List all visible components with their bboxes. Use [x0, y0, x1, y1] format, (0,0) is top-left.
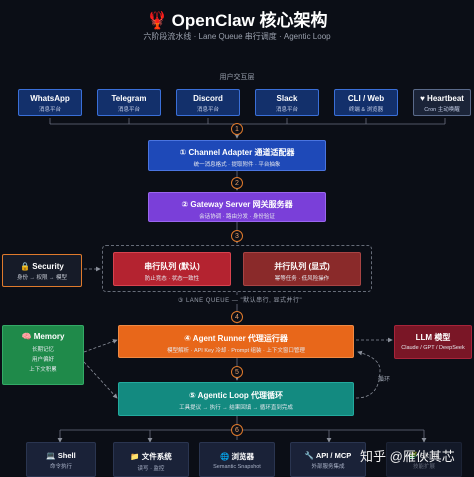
serial-queue-desc: 防止竞态 · 状态一致性 — [144, 276, 200, 282]
channel-desc: 消息平台 — [196, 107, 219, 113]
channel-name: ♥ Heartbeat — [420, 94, 464, 103]
lane-queue-container — [102, 245, 372, 292]
memory-line-3: 上下文积累 — [29, 367, 57, 373]
lobster-icon: 🦞 — [146, 11, 168, 30]
tool-desc: 技能扩展 — [412, 464, 435, 470]
memory-line-2: 用户偏好 — [31, 357, 54, 363]
channel-slack: Slack 消息平台 — [255, 89, 319, 116]
llm-box: LLM 模型 Claude / GPT / DeepSeek — [394, 325, 472, 359]
gateway-server-box: ② Gateway Server 网关服务器 会话协调 · 路由分发 · 身份验… — [148, 192, 326, 222]
step-2-badge: 2 — [231, 177, 243, 189]
llm-name: LLM 模型 — [415, 333, 451, 342]
channel-name: CLI / Web — [347, 94, 385, 103]
tool-name: 🔧 API / MCP — [304, 451, 352, 460]
tool-browser: 🌐 浏览器 Semantic Snapshot — [199, 442, 275, 477]
step-4-badge: 4 — [231, 311, 243, 323]
gateway-desc: 会话协调 · 路由分发 · 身份验证 — [199, 214, 275, 220]
parallel-queue-desc: 幂等任务 · 低风险操作 — [274, 276, 330, 282]
parallel-queue-name: 并行队列 (显式) — [274, 262, 330, 271]
tool-name: 🧩 Skills — [408, 451, 440, 460]
channel-name: Telegram — [111, 94, 147, 103]
channel-heartbeat: ♥ Heartbeat Cron 主动唤醒 — [413, 89, 471, 116]
tool-shell: 💻 Shell 命令执行 — [26, 442, 96, 477]
tool-desc: 命令执行 — [49, 464, 72, 470]
channel-cli-web: CLI / Web 终端 & 浏览器 — [334, 89, 398, 116]
memory-name: 🧠 Memory — [21, 332, 65, 341]
step-3-badge: 3 — [231, 230, 243, 242]
section-label-user-interaction: 用户交互层 — [219, 74, 255, 81]
channel-name: Discord — [193, 94, 223, 103]
channel-name: Slack — [276, 94, 298, 103]
security-desc: 身份 → 权限 → 模型 — [16, 275, 68, 281]
tool-desc: 读写 · 监控 — [137, 466, 165, 472]
watermark: 知乎 @雁伙其芯 — [360, 449, 455, 464]
page-title: 🦞OpenClaw 核心架构 — [0, 6, 474, 31]
tool-name: 💻 Shell — [46, 451, 76, 460]
security-name: 🔒 Security — [20, 262, 64, 271]
channel-desc: 消息平台 — [38, 107, 61, 113]
serial-queue-name: 串行队列 (默认) — [144, 262, 200, 271]
title-text: OpenClaw 核心架构 — [171, 11, 328, 30]
step-1-badge: 1 — [231, 123, 243, 135]
tool-desc: Semantic Snapshot — [213, 464, 261, 470]
page-subtitle: 六阶段流水线 · Lane Queue 串行调度 · Agentic Loop — [143, 32, 331, 41]
runner-name: ④ Agent Runner 代理运行器 — [184, 334, 288, 343]
loop-desc: 工具提议 → 执行 → 结果回填 → 循环直到完成 — [179, 405, 293, 411]
gateway-name: ② Gateway Server 网关服务器 — [181, 200, 293, 209]
channel-adapter-box: ① Channel Adapter 通道适配器 统一消息格式 · 提取附件 · … — [148, 140, 326, 171]
step-5-badge: 5 — [231, 366, 243, 378]
tool-filesystem: 📁 文件系统 读写 · 监控 — [113, 442, 189, 477]
channel-desc: 消息平台 — [117, 107, 140, 113]
tool-skills: 🧩 Skills 技能扩展 — [386, 442, 462, 477]
runner-desc: 模型解析 · API Key 冷却 · Prompt 组装 · 上下文窗口管理 — [167, 348, 305, 354]
lane-queue-label: ③ LANE QUEUE — "默认串行, 显式并行" — [140, 295, 340, 304]
memory-line-1: 长期记忆 — [31, 347, 54, 353]
tool-name: 🌐 浏览器 — [220, 452, 254, 461]
channel-telegram: Telegram 消息平台 — [97, 89, 161, 116]
channel-whatsapp: WhatsApp 消息平台 — [18, 89, 82, 116]
tool-api-mcp: 🔧 API / MCP 外部服务集成 — [290, 442, 366, 477]
parallel-queue-box: 并行队列 (显式) 幂等任务 · 低风险操作 — [243, 252, 361, 286]
channel-name: WhatsApp — [30, 94, 70, 103]
llm-desc: Claude / GPT / DeepSeek — [401, 345, 465, 351]
loop-name: ⑤ Agentic Loop 代理循环 — [188, 391, 284, 400]
tool-desc: 外部服务集成 — [311, 464, 345, 470]
step-6-badge: 6 — [231, 424, 243, 436]
security-box: 🔒 Security 身份 → 权限 → 模型 — [2, 254, 82, 287]
adapter-desc: 统一消息格式 · 提取附件 · 平台抽象 — [193, 162, 281, 168]
loop-label: 循环 — [378, 377, 391, 383]
serial-queue-box: 串行队列 (默认) 防止竞态 · 状态一致性 — [113, 252, 231, 286]
adapter-name: ① Channel Adapter 通道适配器 — [179, 148, 295, 157]
channel-desc: 消息平台 — [275, 107, 298, 113]
agent-runner-box: ④ Agent Runner 代理运行器 模型解析 · API Key 冷却 ·… — [118, 325, 354, 358]
memory-box: 🧠 Memory 长期记忆 用户偏好 上下文积累 — [2, 325, 84, 385]
tool-name: 📁 文件系统 — [130, 452, 172, 461]
channel-desc: 终端 & 浏览器 — [348, 107, 384, 113]
channel-desc: Cron 主动唤醒 — [424, 107, 460, 113]
channel-discord: Discord 消息平台 — [176, 89, 240, 116]
agentic-loop-box: ⑤ Agentic Loop 代理循环 工具提议 → 执行 → 结果回填 → 循… — [118, 382, 354, 416]
